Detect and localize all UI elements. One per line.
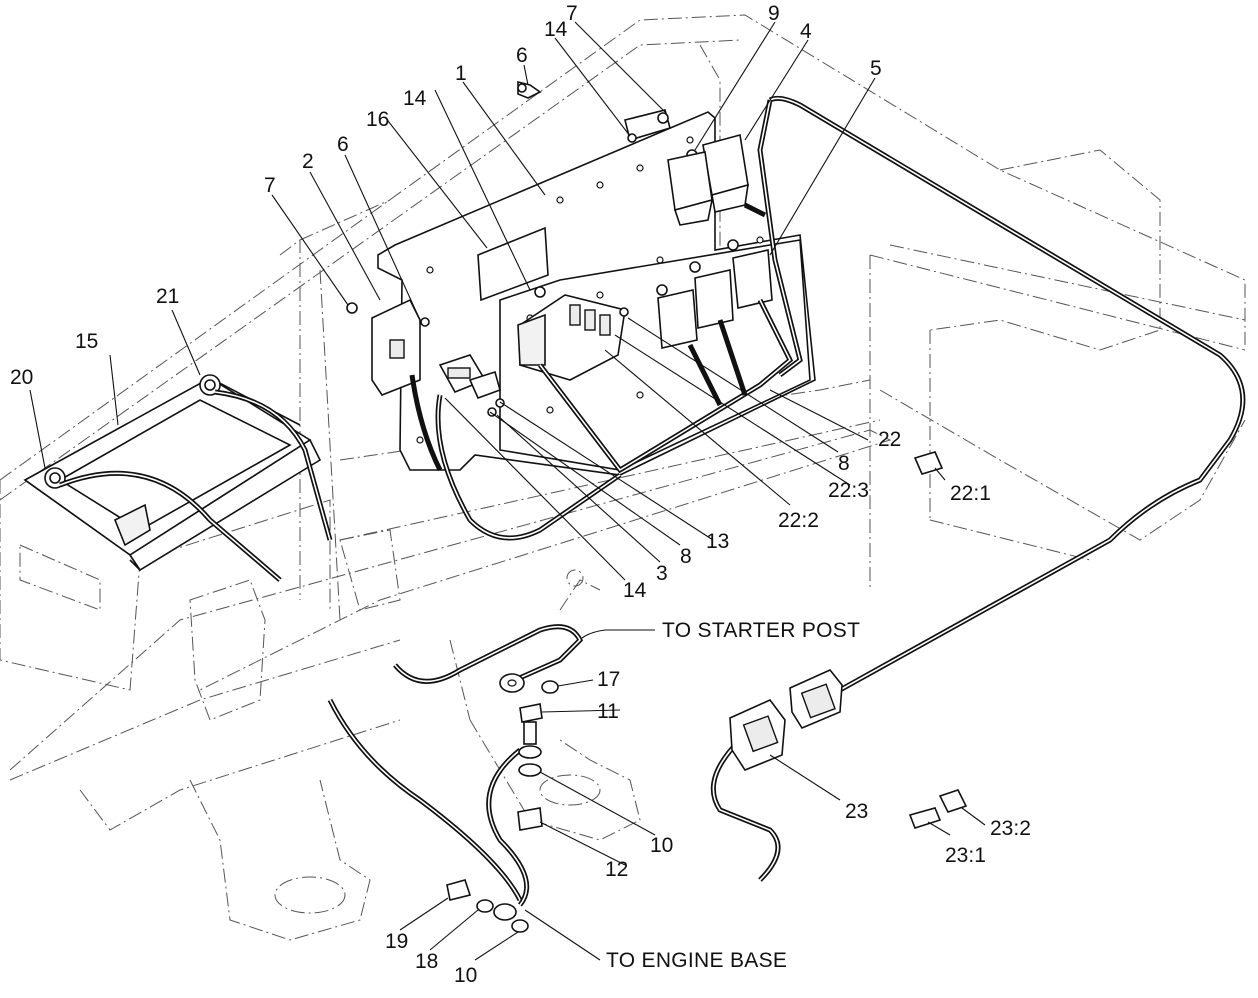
callout-4: 4 <box>800 20 812 43</box>
fuse-block <box>517 286 629 381</box>
callout-12: 12 <box>605 858 628 881</box>
callout-23-1: 23:1 <box>945 844 986 867</box>
relay-5 <box>727 239 773 309</box>
relay-mid-1 <box>689 261 734 329</box>
ring-terminal-17 <box>499 673 559 694</box>
callout-3: 3 <box>656 562 668 585</box>
callout-22: 22 <box>878 428 901 451</box>
bolt-19 <box>446 879 529 933</box>
callout-11: 11 <box>597 700 619 723</box>
label-to-engine-base: TO ENGINE BASE <box>606 949 787 972</box>
callout-10b: 10 <box>454 964 477 987</box>
callout-7a: 7 <box>566 2 578 25</box>
battery <box>23 374 322 572</box>
callout-10a: 10 <box>650 834 673 857</box>
relay-4 <box>686 133 749 213</box>
wiring-harness <box>59 95 1246 907</box>
connector-23 <box>729 669 843 771</box>
terminal-block-3 <box>438 354 505 417</box>
callout-20: 20 <box>10 366 33 389</box>
callout-6b: 6 <box>337 133 349 156</box>
callout-7b: 7 <box>264 174 276 197</box>
callout-14c: 14 <box>623 579 647 602</box>
callout-14b: 14 <box>403 87 427 110</box>
callout-9: 9 <box>768 2 780 25</box>
callout-13: 13 <box>706 530 729 553</box>
label-to-starter-post: TO STARTER POST <box>662 619 860 642</box>
callout-1: 1 <box>455 62 467 85</box>
fuse-23-1 <box>908 807 942 829</box>
callout-22-2: 22:2 <box>778 509 819 532</box>
callout-2: 2 <box>302 150 314 173</box>
bolt-11 <box>517 703 543 831</box>
callout-22-1: 22:1 <box>950 482 991 505</box>
callout-17: 17 <box>597 668 620 691</box>
callout-16: 16 <box>366 108 389 131</box>
callout-5: 5 <box>870 57 882 80</box>
fuse-23-2 <box>938 789 968 813</box>
module-2 <box>346 298 430 396</box>
callout-22-3: 22:3 <box>828 479 869 502</box>
callout-21: 21 <box>156 285 179 308</box>
callout-19: 19 <box>385 930 408 953</box>
frame-outline <box>0 14 1246 941</box>
callouts: 1 2 3 4 5 6 6 7 7 8 8 9 10 10 11 12 13 1… <box>10 2 1031 987</box>
callout-14a: 14 <box>544 18 568 41</box>
leader-lines <box>29 21 986 961</box>
relay-9 <box>667 151 714 226</box>
callout-23: 23 <box>845 800 868 823</box>
relay-mid-2 <box>656 284 698 349</box>
callout-18: 18 <box>415 950 438 973</box>
callout-15: 15 <box>75 330 98 353</box>
callout-8a: 8 <box>680 545 692 568</box>
callout-23-2: 23:2 <box>990 817 1031 840</box>
screw-top <box>517 80 542 99</box>
callout-6a: 6 <box>516 44 528 67</box>
text-labels: TO STARTER POST TO ENGINE BASE <box>606 619 860 972</box>
callout-8b: 8 <box>838 452 850 475</box>
